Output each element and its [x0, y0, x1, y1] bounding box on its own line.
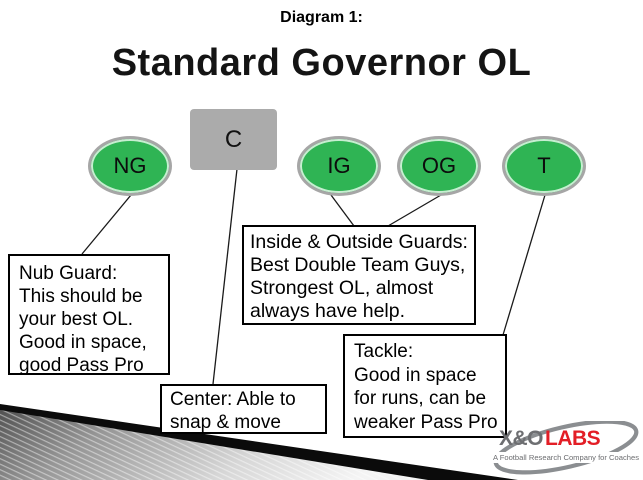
position-ig-label: IG: [327, 153, 351, 178]
callout-line: snap & move: [170, 412, 281, 433]
position-c-label: C: [224, 125, 243, 153]
position-t-ellipse: T: [502, 136, 586, 196]
connector-t-to-tackle-box: [502, 194, 546, 336]
xo-labs-logo: X&OLABS A Football Research Company for …: [488, 421, 643, 480]
position-ng-label: NG: [113, 153, 147, 178]
center-callout-box: Center: Able to snap & move: [160, 384, 327, 434]
callout-line: Center: Able to: [170, 389, 296, 410]
tackle-callout-box: Tackle: Good in space for runs, can be w…: [343, 334, 507, 438]
callout-line: Inside & Outside Guards:: [250, 231, 468, 253]
connector-og-to-guards-box: [387, 194, 442, 227]
logo-tagline: A Football Research Company for Coaches: [490, 452, 642, 463]
diagram-number-label: Diagram 1:: [280, 9, 363, 26]
guards-callout-box: Inside & Outside Guards: Best Double Tea…: [242, 225, 476, 325]
callout-line: always have help.: [250, 300, 406, 322]
callout-line: Strongest OL, almost: [250, 277, 434, 299]
position-ig-ellipse: IG: [297, 136, 381, 196]
logo-brand-red: LABS: [545, 427, 601, 450]
connector-c-to-center-box: [212, 168, 238, 385]
connector-ng-to-nub-box: [81, 194, 132, 255]
callout-line: your best OL.: [19, 309, 134, 330]
position-og-label: OG: [421, 153, 457, 178]
position-ng-ellipse: NG: [88, 136, 172, 196]
slide-title: Standard Governor OL: [111, 42, 532, 84]
position-center-rect: C: [190, 109, 277, 170]
callout-line: good Pass Pro: [19, 355, 144, 376]
callout-line: Nub Guard:: [19, 263, 118, 284]
callout-line: weaker Pass Pro: [354, 411, 498, 433]
logo-wordmark: X&OLABS: [499, 427, 601, 451]
logo-brand-gray: X&O: [499, 427, 544, 450]
callout-line: Good in space,: [19, 332, 147, 353]
position-og-ellipse: OG: [397, 136, 481, 196]
callout-line: Best Double Team Guys,: [250, 254, 466, 276]
nub-guard-callout-box: Nub Guard: This should be your best OL. …: [8, 254, 170, 376]
callout-line: for runs, can be: [354, 388, 487, 409]
callout-line: This should be: [19, 286, 143, 307]
position-t-label: T: [537, 153, 551, 178]
connector-ig-to-guards-box: [330, 194, 355, 227]
callout-line: Good in space: [354, 364, 477, 386]
callout-line: Tackle:: [354, 341, 414, 362]
